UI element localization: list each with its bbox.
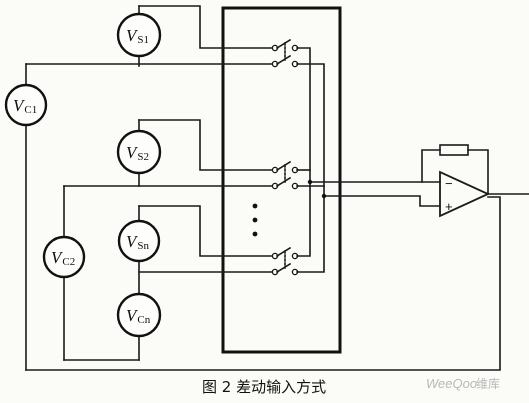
switch-group-1 xyxy=(271,38,325,197)
meter-vs2-main: V xyxy=(126,143,139,162)
meter-vc1-main: V xyxy=(13,96,26,115)
vsn-wiring xyxy=(63,205,276,361)
meter-vsn-main: V xyxy=(126,232,139,251)
opamp-minus-symbol: − xyxy=(445,176,453,191)
watermark-brand: WeeQoo xyxy=(426,376,477,391)
meter-vsn: VSn xyxy=(117,219,161,263)
svg-text:VC2: VC2 xyxy=(51,248,75,268)
meter-vc2-sub: C2 xyxy=(62,256,75,268)
opamp-plus-symbol: + xyxy=(445,199,453,214)
meter-vcn-sub: Cn xyxy=(137,314,150,326)
svg-text:VCn: VCn xyxy=(126,306,151,326)
switch-matrix-box xyxy=(221,6,342,354)
svg-text:VSn: VSn xyxy=(126,232,150,252)
meter-vs1-sub: S1 xyxy=(137,34,149,46)
watermark-suffix: 维库 xyxy=(476,376,500,391)
meter-vs2: VS2 xyxy=(116,129,162,175)
figure-caption: 图 2 差动输入方式 xyxy=(202,378,326,396)
meter-vc1-sub: C1 xyxy=(24,104,37,116)
meter-vs2-sub: S2 xyxy=(137,151,149,163)
ellipsis-dots xyxy=(252,203,258,237)
feedback-resistor xyxy=(439,144,469,156)
op-amp: − + xyxy=(421,144,529,218)
vc1-wiring xyxy=(25,63,501,371)
meter-vsn-sub: Sn xyxy=(137,240,149,252)
watermark: WeeQoo 维库 xyxy=(426,376,500,391)
switch-group-2 xyxy=(271,160,325,190)
vs1-wiring xyxy=(25,5,276,67)
vs2-wiring xyxy=(63,119,276,187)
svg-text:VC1: VC1 xyxy=(13,96,37,116)
meter-vc2-main: V xyxy=(51,248,64,267)
svg-text:VS2: VS2 xyxy=(126,143,149,163)
meter-vc2: VC2 xyxy=(42,235,86,279)
meter-vcn: VCn xyxy=(116,292,162,338)
svg-text:VS1: VS1 xyxy=(126,26,149,46)
output-buses xyxy=(307,179,441,207)
meter-vcn-main: V xyxy=(126,306,139,325)
meter-vs1-main: V xyxy=(126,26,139,45)
switch-group-n xyxy=(271,181,325,276)
meter-vs1: VS1 xyxy=(116,12,162,58)
meter-vc1: VC1 xyxy=(4,83,48,127)
